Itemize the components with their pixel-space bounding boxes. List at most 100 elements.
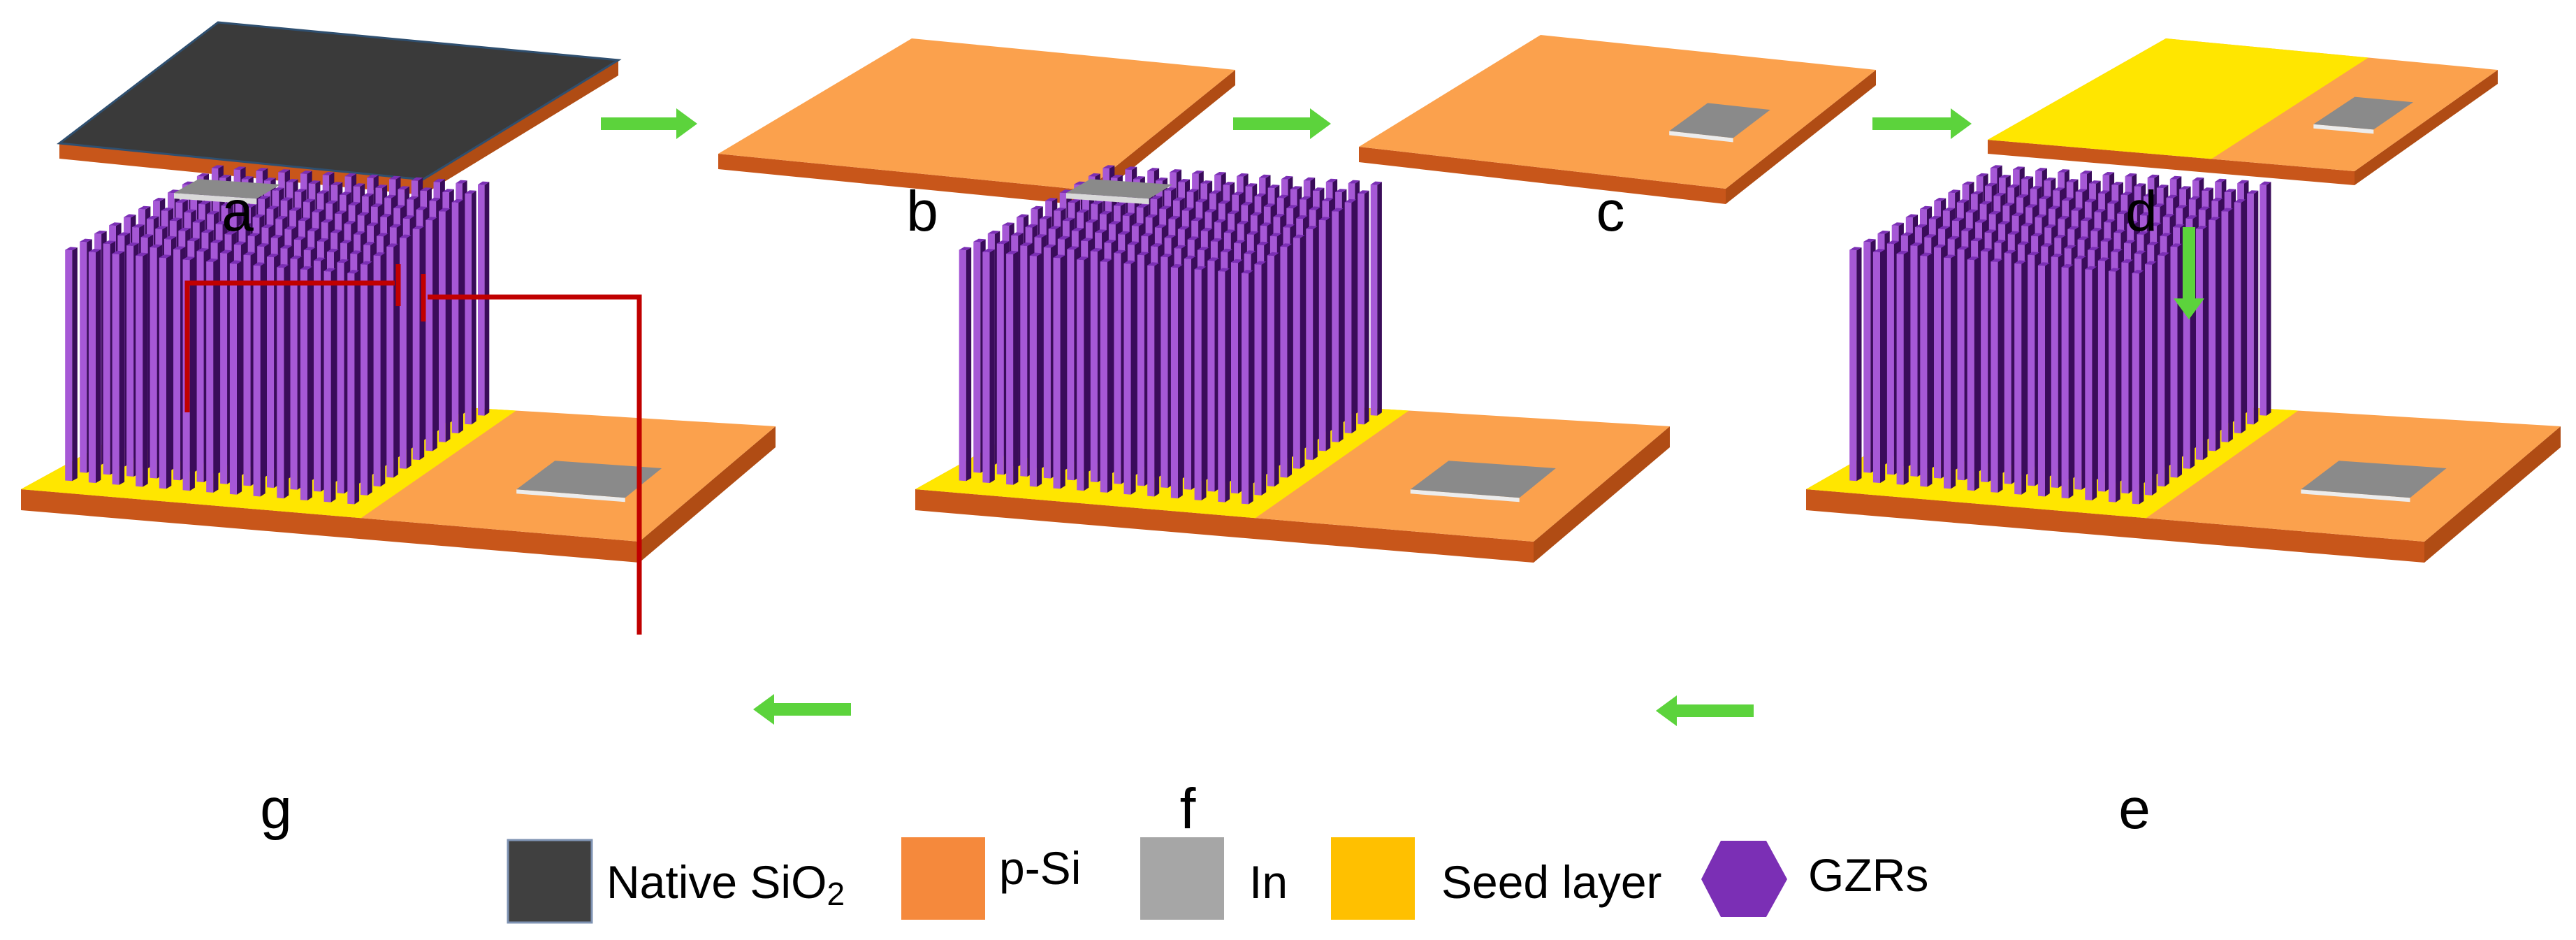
gzr-nanorod: [1280, 243, 1292, 478]
arrow-c-to-d-shape: [1872, 108, 1972, 139]
substrate-c-side: [1726, 70, 1876, 204]
gzr-nanorod: [337, 259, 349, 494]
step-g-indium-bottom-contact-edge: [516, 489, 625, 502]
gzr-nanorod: [1231, 259, 1243, 494]
gzr-nanorod: [65, 247, 78, 482]
step-g-gzr-array: [65, 165, 490, 505]
gzr-nanorod: [323, 268, 336, 502]
indium-contact-d-edge: [2313, 124, 2374, 134]
legend-swatch-native-sio2: [507, 839, 593, 924]
substrate-c-top: [1359, 35, 1876, 189]
gzr-nanorod: [136, 252, 148, 487]
gzr-nanorod: [425, 217, 437, 451]
substrate-b-side: [1086, 70, 1235, 205]
gzr-nanorod: [2196, 225, 2208, 461]
gzr-nanorod: [373, 252, 386, 487]
legend-label-in: In: [1249, 856, 1288, 908]
legend-label-native-sio2: Native SiO2: [606, 856, 845, 912]
step-label-g: g: [260, 777, 292, 841]
gzr-nanorod: [400, 234, 412, 469]
seed-layer-d: [1988, 38, 2368, 159]
gzr-nanorod: [2121, 259, 2134, 494]
step-e-indium-bottom-contact: [2301, 461, 2447, 502]
gzr-nanorod: [1077, 256, 1089, 491]
step-label-f: f: [1180, 777, 1196, 841]
step-g-substrate-side: [639, 426, 776, 563]
gzr-nanorod: [2170, 243, 2182, 478]
arrow-f-to-g-shape: [753, 694, 851, 725]
gzr-nanorod: [1218, 268, 1230, 502]
substrate-b: [718, 38, 1235, 205]
circuit-wire-right: [428, 294, 642, 635]
gzr-nanorod: [1849, 247, 1862, 482]
step-label-a: a: [221, 180, 254, 243]
step-g-substrate-front: [21, 489, 639, 563]
gzr-nanorod: [229, 260, 242, 495]
gzr-nanorod: [2157, 252, 2169, 487]
arrow-e-to-f: [1656, 695, 1754, 726]
gzr-nanorod: [451, 198, 463, 434]
gzr-nanorod: [465, 190, 476, 425]
gzr-nanorod: [1896, 250, 1909, 485]
arrow-e-to-f-shape: [1656, 695, 1754, 726]
gzr-nanorod: [1029, 252, 1042, 487]
indium-contact-c-top: [1669, 103, 1770, 138]
gzr-nanorod: [1344, 198, 1357, 434]
step-f-substrate-front: [915, 489, 1534, 563]
gzr-nanorod: [2061, 263, 2074, 499]
gzr-nanorod: [1967, 256, 1979, 491]
step-g-indium-bottom-contact: [516, 461, 662, 502]
gzr-nanorod: [1184, 255, 1196, 490]
gzr-nanorod: [347, 270, 360, 505]
gzr-nanorod: [2051, 253, 2063, 489]
arrow-a-to-b-shape: [601, 108, 697, 139]
gzr-nanorod: [206, 258, 219, 493]
gzr-nanorod: [1920, 252, 1933, 487]
gzr-nanorod: [1370, 181, 1382, 416]
gzr-nanorod: [2014, 260, 2027, 495]
gzr-nanorod: [2208, 217, 2220, 451]
step-label-b: b: [906, 180, 938, 243]
gzr-nanorod: [2145, 261, 2157, 496]
gzr-nanorod: [982, 249, 995, 484]
gzr-nanorod: [2132, 270, 2144, 505]
legend-swatch-seed-layer: [1331, 837, 1415, 920]
substrate-b-top: [718, 38, 1235, 190]
gzr-nanorod: [1318, 217, 1331, 451]
legend-swatch-gzrs-hexagon-icon: [1701, 841, 1787, 917]
gzr-nanorod: [2234, 198, 2246, 434]
substrate-b-front: [718, 154, 1086, 205]
arrow-d-to-e: [2174, 227, 2204, 319]
gzr-nanorod: [1242, 270, 1253, 505]
gzr-nanorod: [88, 249, 101, 484]
step-e-substrate-front: [1806, 489, 2424, 563]
gzr-nanorod: [1267, 252, 1279, 487]
legend-label-gzrs: GZRs: [1808, 849, 1928, 901]
gzr-nanorod: [1293, 234, 1305, 469]
gzr-nanorod: [1306, 225, 1318, 461]
gzr-nanorod: [2247, 190, 2259, 425]
gzr-nanorod: [112, 250, 125, 485]
step-label-c: c: [1596, 180, 1625, 243]
gzr-nanorod: [253, 262, 265, 497]
substrate-c: [1359, 35, 1876, 204]
step-f-indium-bottom-contact-edge: [1410, 489, 1520, 502]
gzr-nanorod: [1207, 257, 1220, 492]
step-f-substrate-side: [1534, 426, 1670, 563]
gzr-nanorod: [1194, 266, 1207, 500]
legend-swatch-p-si: [901, 837, 985, 920]
substrate-d-side: [2355, 70, 2498, 185]
step-e-indium-bottom-contact-top: [2301, 461, 2447, 498]
measurement-circuit: [184, 264, 642, 635]
gzr-nanorod: [1123, 260, 1136, 495]
gzr-nanorod: [300, 266, 312, 500]
arrow-d-to-e-shape: [2174, 227, 2204, 319]
gzr-nanorod: [2074, 255, 2087, 490]
legend-label-p-si: p-Si: [999, 842, 1081, 894]
legend-label-seed-layer: Seed layer: [1441, 856, 1662, 908]
arrow-f-to-g: [753, 694, 851, 725]
gzr-nanorod: [159, 254, 172, 489]
gzr-nanorod: [439, 208, 451, 442]
gzr-nanorod: [2097, 257, 2110, 492]
